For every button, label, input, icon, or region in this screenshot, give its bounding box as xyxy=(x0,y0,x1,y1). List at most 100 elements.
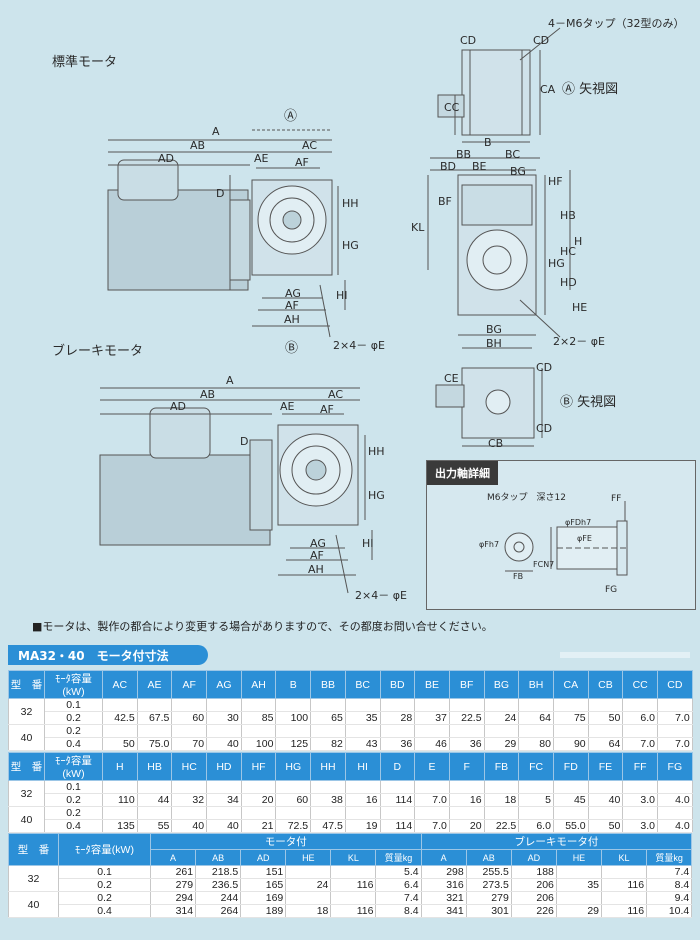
circle-a-mark: Ⓐ xyxy=(284,109,298,124)
value-cell: 8.4 xyxy=(646,878,693,892)
value-cell xyxy=(600,865,648,879)
table-header-row: 型 番 ﾓｰﾀ容量(kW) モータ付 ブレーキモータ付 xyxy=(8,833,693,866)
dim-d-brake: D xyxy=(240,435,249,448)
header-cell: CC xyxy=(622,670,658,699)
value-cell: 321 xyxy=(420,891,467,905)
dim-he: HE xyxy=(572,301,588,314)
dim-af2-brake: AF xyxy=(310,549,324,562)
value-cell: 40 xyxy=(587,793,624,807)
header-cell: モータ付 xyxy=(150,833,422,850)
value-cell: 29 xyxy=(555,904,603,918)
value-cell: 67.5 xyxy=(136,711,173,725)
value-cell: 114 xyxy=(379,819,416,833)
header-cell: B xyxy=(275,670,312,699)
header-cell: FG xyxy=(657,752,693,781)
header-cell: BB xyxy=(310,670,346,699)
brake-motor-title: ブレーキモータ xyxy=(52,344,144,359)
value-cell: 3.0 xyxy=(622,819,658,833)
capacity-cell: 0.4 xyxy=(58,904,151,918)
table-row: 0.4 314 264 189 18 116 8.4 341 301 226 2… xyxy=(9,904,693,918)
dim-cd-b1: CD xyxy=(536,361,553,374)
value-cell: 60 xyxy=(275,793,312,807)
value-cell xyxy=(600,891,648,905)
value-cell: 32 xyxy=(171,793,208,807)
header-cell: KL xyxy=(330,849,377,866)
dimension-table-1: 型 番 ﾓｰﾀ容量(kW) AC AE AF AG AH B BB BC BD … xyxy=(8,670,693,751)
header-cell: ﾓｰﾀ容量(kW) xyxy=(44,670,103,699)
value-cell: 7.0 xyxy=(657,711,693,725)
dim-bf: BF xyxy=(438,195,452,208)
header-cell: CD xyxy=(657,670,693,699)
header-cell: CA xyxy=(552,670,589,699)
capacity-cell: 0.2 xyxy=(44,793,103,807)
header-cell: 質量kg xyxy=(375,849,422,866)
dim-ae-brake: AE xyxy=(280,400,295,413)
dim-ad-std: AD xyxy=(158,152,174,165)
dim-cd-a2: CD xyxy=(533,34,550,47)
value-cell: 22.5 xyxy=(483,819,520,833)
value-cell: 28 xyxy=(379,711,416,725)
header-cell: HE xyxy=(555,849,603,866)
header-cell: FB xyxy=(483,752,520,781)
value-cell: 261 xyxy=(149,865,197,879)
dim-hg-front: HG xyxy=(548,257,565,270)
value-cell: 7.0 xyxy=(414,793,450,807)
value-cell: 50 xyxy=(587,819,624,833)
dim-ab-brake: AB xyxy=(200,388,216,401)
value-cell: 43 xyxy=(344,737,381,751)
dim-a-brake: A xyxy=(226,374,234,387)
table-row: 0.2 42.5 67.5 60 30 85 100 65 35 28 37 2… xyxy=(9,711,693,725)
header-cell: ﾓｰﾀ容量(kW) xyxy=(44,752,103,781)
standard-motor-title: 標準モータ xyxy=(52,55,118,70)
technical-drawing: 標準モータ ブレーキモータ 4－M6タップ（32型のみ） Ⓐ 矢視図 Ⓑ 矢視図… xyxy=(52,18,696,610)
value-cell: 116 xyxy=(330,878,377,892)
value-cell: 50 xyxy=(102,737,138,751)
value-cell: 42.5 xyxy=(102,711,138,725)
header-cell: BG xyxy=(483,670,520,699)
value-cell: 70 xyxy=(171,737,208,751)
value-cell: 40 xyxy=(206,819,242,833)
dim-be: BE xyxy=(472,160,487,173)
value-cell: 24 xyxy=(285,878,332,892)
value-cell: 100 xyxy=(240,737,277,751)
value-cell: 189 xyxy=(240,904,287,918)
value-cell: 40 xyxy=(171,819,208,833)
value-cell: 279 xyxy=(465,891,512,905)
value-cell xyxy=(285,891,332,905)
header-cell: BD xyxy=(379,670,416,699)
dim-bc: BC xyxy=(505,148,521,161)
header-cell: CB xyxy=(587,670,624,699)
header-cell: HB xyxy=(136,752,173,781)
dim-ca: CA xyxy=(540,83,556,96)
header-cell: BF xyxy=(448,670,485,699)
value-cell: 72.5 xyxy=(275,819,312,833)
value-cell: 16 xyxy=(448,793,485,807)
dim-cb: CB xyxy=(488,437,504,450)
value-cell: 22.5 xyxy=(448,711,485,725)
hole-4-label-brake: 2×4－ φE xyxy=(355,589,407,602)
value-cell: 18 xyxy=(285,904,332,918)
dim-ah-std: AH xyxy=(284,313,300,326)
header-cell: HH xyxy=(310,752,346,781)
capacity-cell: 0.2 xyxy=(44,724,103,738)
drawing-lines xyxy=(99,27,571,594)
value-cell: 244 xyxy=(195,891,242,905)
header-cell: AD xyxy=(510,849,557,866)
value-cell: 4.0 xyxy=(657,793,693,807)
dim-hf: HF xyxy=(548,175,563,188)
value-cell: 85 xyxy=(240,711,277,725)
value-cell: 7.0 xyxy=(414,819,450,833)
table-row: 40 0.2 xyxy=(8,806,693,833)
value-cell: 34 xyxy=(206,793,242,807)
capacity-cell: 0.2 xyxy=(44,711,103,725)
header-cell: HC xyxy=(171,752,208,781)
dim-hi-brake: HI xyxy=(362,537,374,550)
value-cell: 273.5 xyxy=(465,878,512,892)
dim-ag-std: AG xyxy=(285,287,301,300)
value-cell: 55 xyxy=(136,819,173,833)
model-cell: 32 xyxy=(8,698,45,725)
value-cell: 37 xyxy=(414,711,450,725)
header-cell: HF xyxy=(240,752,277,781)
dim-ac-std: AC xyxy=(302,139,318,152)
model-cell: 40 xyxy=(8,891,59,918)
